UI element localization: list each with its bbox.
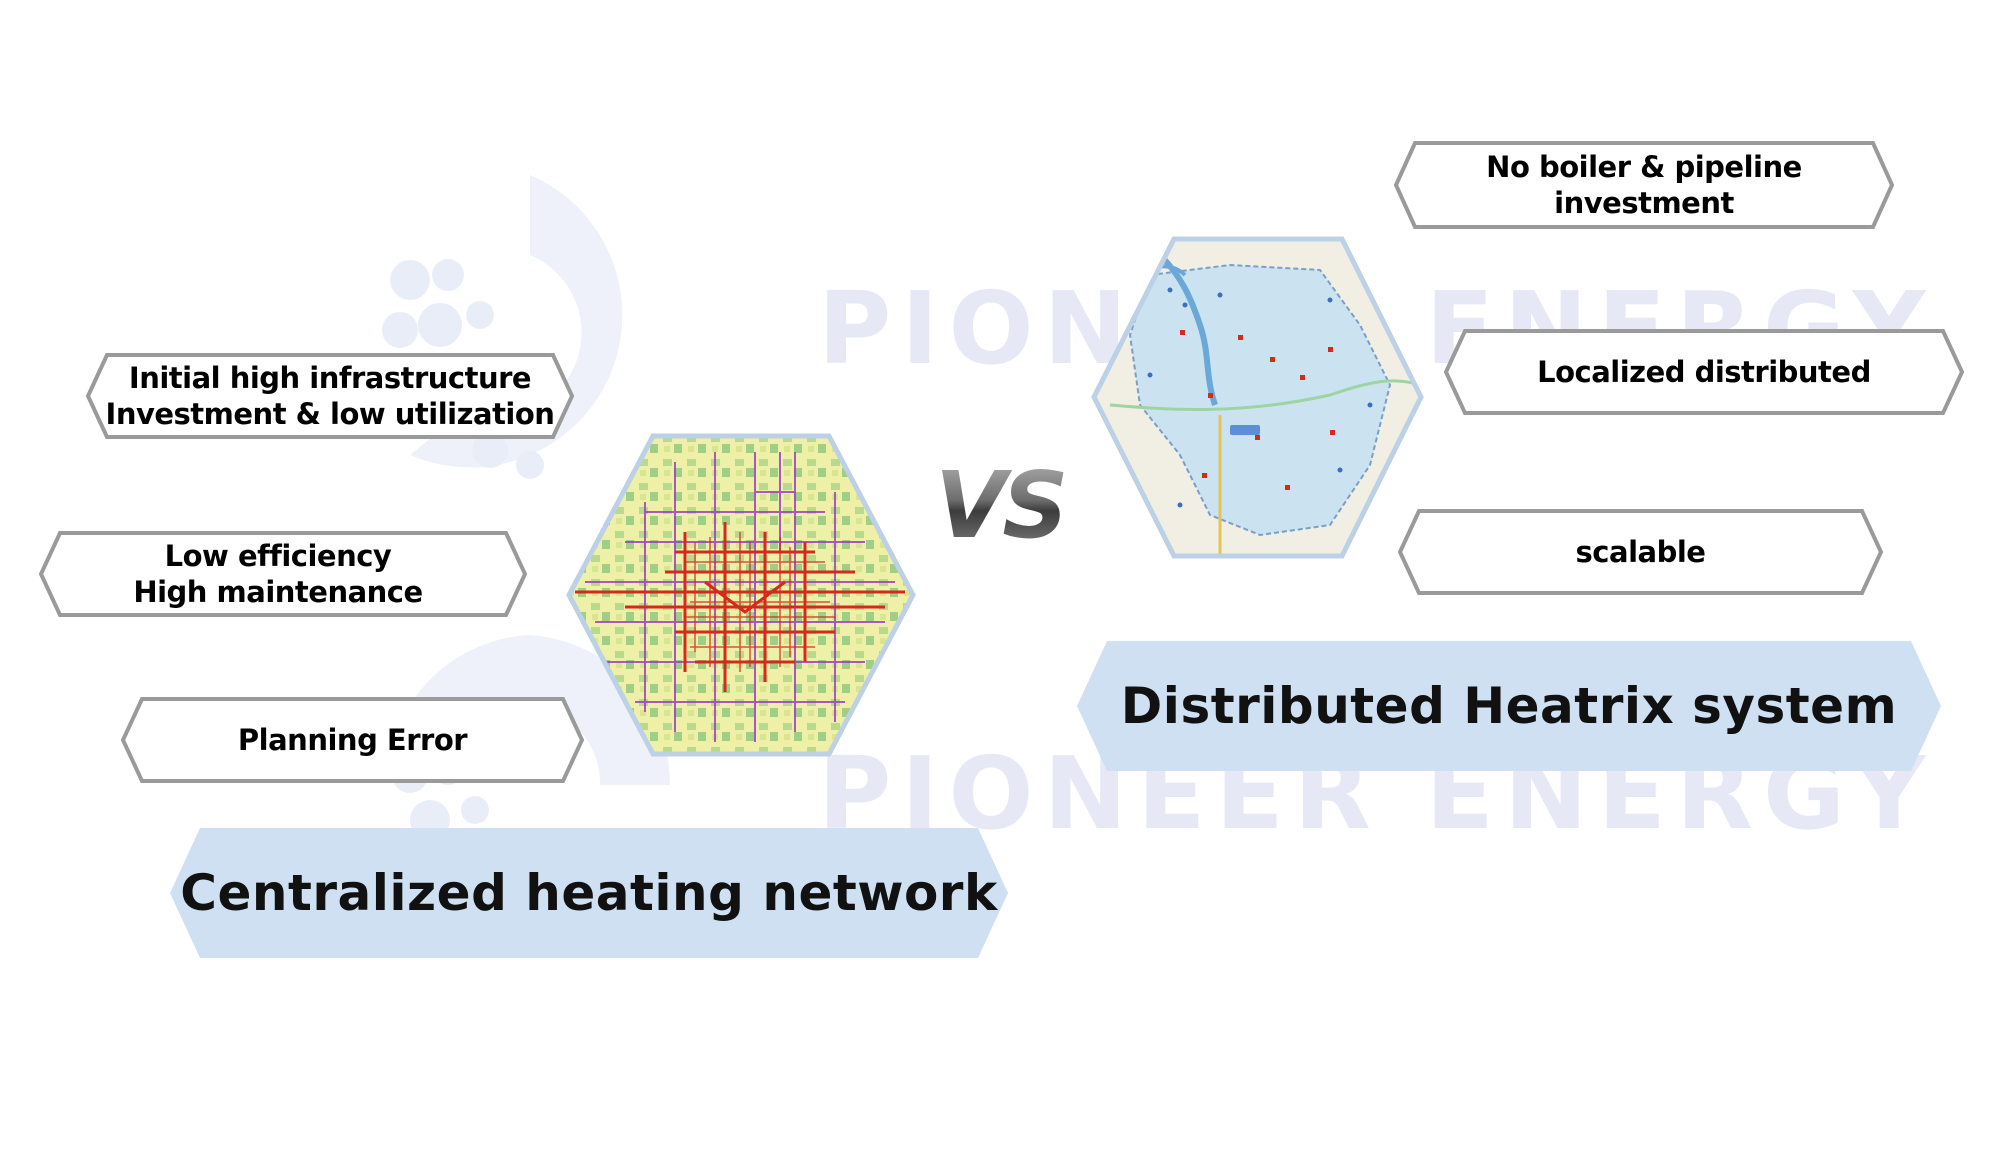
- centralized-heating-banner: Centralized heating network: [170, 828, 1008, 958]
- feature-line: Initial high infrastructure: [128, 361, 532, 395]
- feature-line: No boiler & pipeline: [1486, 150, 1802, 184]
- left-feature-infrastructure: Initial high infrastructure Investment &…: [85, 352, 575, 440]
- feature-line: Planning Error: [237, 723, 468, 757]
- pill-outline: [1393, 141, 1895, 229]
- distributed-heatrix-title: Distributed Heatrix system: [1120, 677, 1898, 735]
- pill-outline: [38, 531, 528, 617]
- county-station-map: [1091, 236, 1424, 559]
- feature-line: High maintenance: [133, 575, 423, 609]
- pill-outline: [1443, 329, 1965, 415]
- centralized-heating-title: Centralized heating network: [180, 864, 998, 922]
- feature-line: Low efficiency: [164, 539, 392, 573]
- pill-outline: [1397, 509, 1884, 595]
- left-feature-efficiency: Low efficiency High maintenance: [38, 530, 528, 618]
- distributed-heatrix-banner: Distributed Heatrix system: [1077, 641, 1941, 771]
- feature-line: Localized distributed: [1537, 355, 1871, 389]
- feature-line: investment: [1554, 186, 1734, 220]
- feature-line: Investment & low utilization: [105, 397, 555, 431]
- pill-outline: [85, 353, 575, 439]
- feature-line: scalable: [1575, 535, 1706, 569]
- right-feature-localized: Localized distributed: [1443, 328, 1965, 416]
- vs-label: VS: [935, 452, 1068, 559]
- right-feature-scalable: scalable: [1397, 508, 1884, 596]
- banner-shape: [170, 828, 1008, 958]
- city-pipeline-map: [566, 433, 916, 757]
- pill-outline: [120, 697, 585, 783]
- left-feature-planning: Planning Error: [120, 696, 585, 784]
- banner-shape: [1077, 641, 1941, 771]
- right-feature-no-investment: No boiler & pipeline investment: [1393, 140, 1895, 230]
